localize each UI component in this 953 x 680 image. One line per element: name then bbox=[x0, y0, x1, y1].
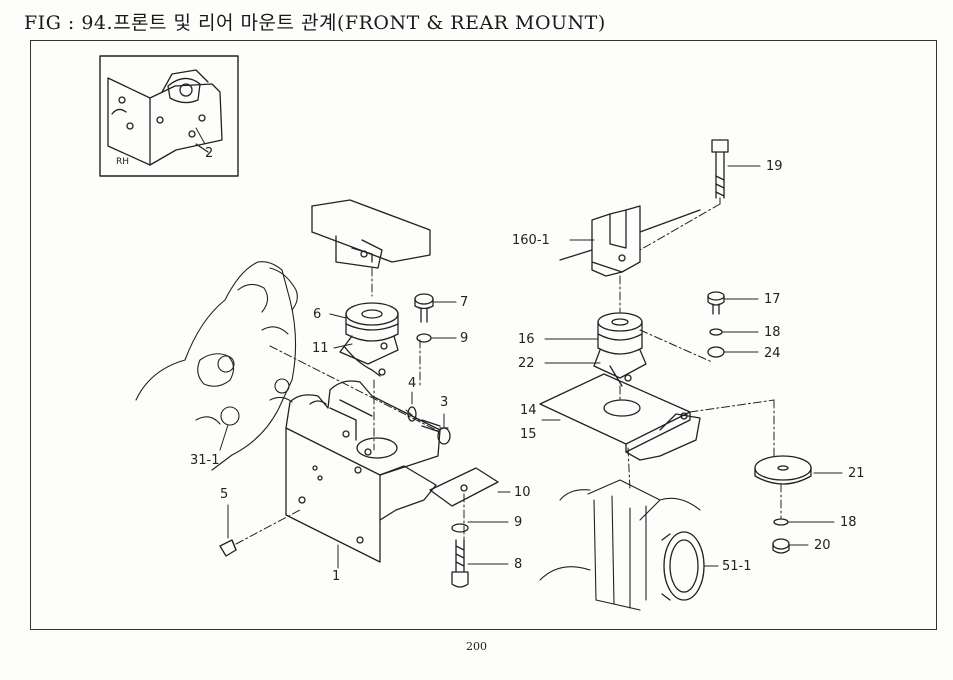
inset-rh-mount bbox=[99, 55, 239, 177]
nut-24 bbox=[707, 346, 725, 358]
callout-7: 7 bbox=[460, 295, 469, 310]
callout-18-upper: 18 bbox=[764, 325, 781, 340]
callout-51-1: 51-1 bbox=[722, 559, 752, 574]
bolt-5 bbox=[219, 539, 237, 557]
callout-11: 11 bbox=[312, 341, 329, 356]
rear-bracket-160-1 bbox=[559, 205, 701, 277]
bolt-19 bbox=[711, 139, 729, 199]
center-lines bbox=[235, 197, 782, 545]
callout-10: 10 bbox=[514, 485, 531, 500]
callout-3: 3 bbox=[440, 395, 449, 410]
plate-10 bbox=[429, 467, 499, 507]
leader-lines bbox=[195, 127, 843, 569]
rear-crossmember bbox=[539, 479, 701, 611]
bolt-8 bbox=[451, 539, 469, 588]
callout-15: 15 bbox=[520, 427, 537, 442]
callout-20: 20 bbox=[814, 538, 831, 553]
callout-14: 14 bbox=[520, 403, 537, 418]
callout-21: 21 bbox=[848, 466, 865, 481]
washer-18 bbox=[709, 328, 723, 336]
nut-20 bbox=[772, 538, 790, 554]
washer-21 bbox=[754, 455, 812, 485]
callout-2: 2 bbox=[205, 146, 214, 161]
washer-9 bbox=[416, 333, 432, 343]
stopper-51-1 bbox=[661, 531, 705, 601]
bolt-17 bbox=[707, 291, 725, 315]
callout-160-1: 160-1 bbox=[512, 233, 550, 248]
callout-8: 8 bbox=[514, 557, 523, 572]
crossmember bbox=[311, 199, 431, 269]
callout-1: 1 bbox=[332, 569, 341, 584]
page-number: 200 bbox=[466, 640, 487, 653]
callout-16: 16 bbox=[518, 332, 535, 347]
callout-5: 5 bbox=[220, 487, 229, 502]
callout-17: 17 bbox=[764, 292, 781, 307]
callout-22: 22 bbox=[518, 356, 535, 371]
callout-6: 6 bbox=[313, 307, 322, 322]
rear-insulator bbox=[593, 312, 647, 387]
callout-4: 4 bbox=[408, 376, 417, 391]
bolt-7 bbox=[414, 293, 434, 323]
front-mount-bracket bbox=[285, 380, 441, 563]
callout-19: 19 bbox=[766, 159, 783, 174]
callout-24: 24 bbox=[764, 346, 781, 361]
callout-9-lower: 9 bbox=[514, 515, 523, 530]
page-title: FIG : 94.프론트 및 리어 마운트 관계(FRONT & REAR MO… bbox=[24, 12, 606, 34]
diagram-frame bbox=[30, 40, 937, 630]
callout-9-upper: 9 bbox=[460, 331, 469, 346]
washer-9b bbox=[451, 523, 469, 533]
inset-label: RH bbox=[116, 157, 130, 167]
front-insulator bbox=[339, 302, 399, 377]
engine-block-outline bbox=[135, 261, 298, 471]
washer-4 bbox=[407, 406, 417, 422]
washer-18b bbox=[773, 518, 789, 526]
callout-18-lower: 18 bbox=[840, 515, 857, 530]
callout-31-1: 31-1 bbox=[190, 453, 220, 468]
